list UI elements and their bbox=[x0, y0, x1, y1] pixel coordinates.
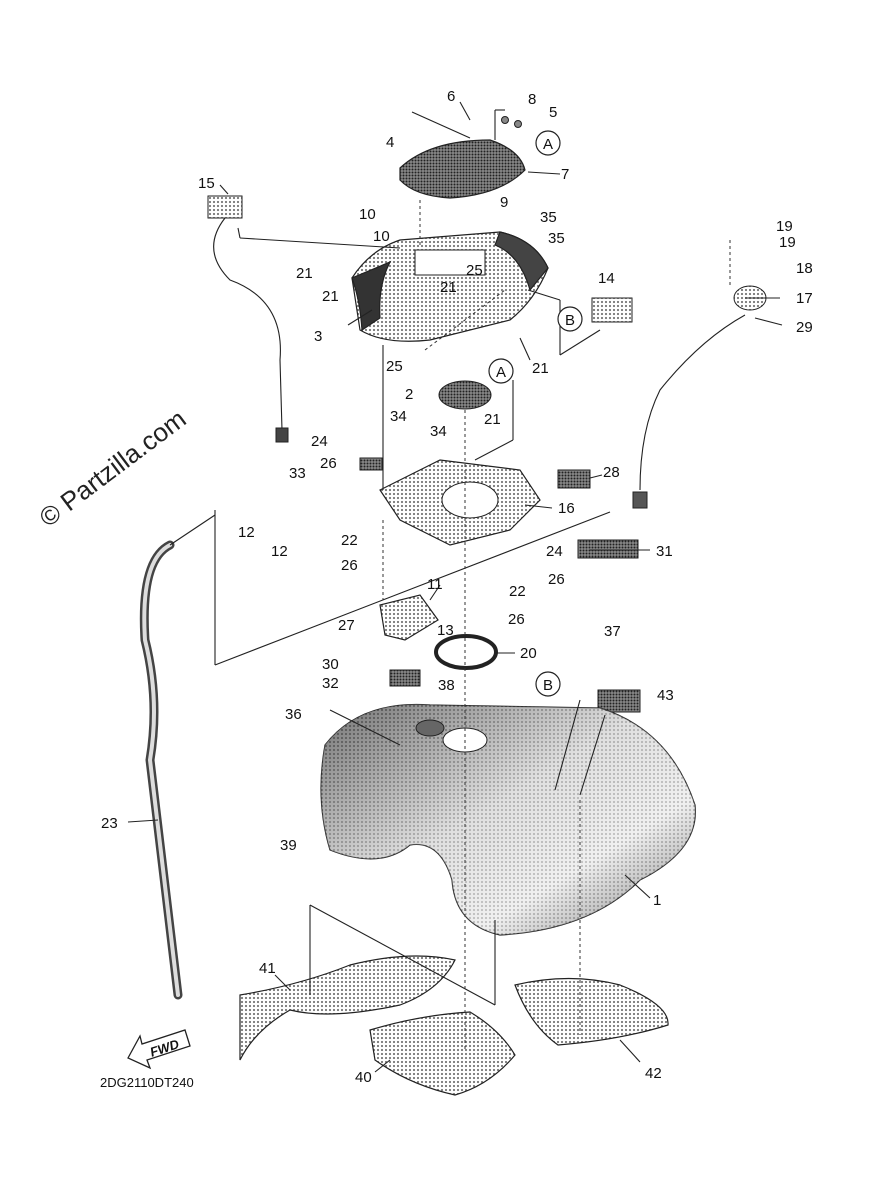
part-label: 26 bbox=[508, 611, 525, 628]
part-3-tank-cover bbox=[351, 231, 549, 342]
part-label: 9 bbox=[500, 194, 508, 211]
part-label: 42 bbox=[645, 1065, 662, 1082]
part-label: 36 bbox=[285, 706, 302, 723]
part-label: 17 bbox=[796, 290, 813, 307]
part-label: 13 bbox=[437, 622, 454, 639]
callout-label: A bbox=[543, 136, 553, 153]
fwd-arrow-icon: FWD bbox=[127, 1029, 191, 1070]
callout-label: B bbox=[543, 677, 553, 694]
part-label: 29 bbox=[796, 319, 813, 336]
part-41-side-cover bbox=[239, 955, 456, 1061]
part-label: 34 bbox=[390, 408, 407, 425]
part-label: 26 bbox=[341, 557, 358, 574]
part-label: 4 bbox=[386, 134, 394, 151]
part-4-top-cover bbox=[399, 139, 526, 199]
part-40-lower-cover bbox=[369, 1011, 516, 1096]
part-label: 38 bbox=[438, 677, 455, 694]
part-label: 32 bbox=[322, 675, 339, 692]
part-11-bracket bbox=[379, 594, 439, 641]
part-labels: 1 2 3 4 5 6 7 8 9 10 10 11 12 12 13 14 1… bbox=[101, 88, 813, 1086]
part-31-pad bbox=[577, 539, 639, 559]
part-label: 16 bbox=[558, 500, 575, 517]
part-17-sensor bbox=[632, 285, 767, 509]
part-2-filler-cap bbox=[438, 380, 492, 410]
callout-label: B bbox=[565, 312, 575, 329]
part-label: 31 bbox=[656, 543, 673, 560]
diagram-code: 2DG2110DT240 bbox=[100, 1075, 194, 1090]
part-43-pad bbox=[597, 689, 641, 713]
part-label: 22 bbox=[341, 532, 358, 549]
part-label: 40 bbox=[355, 1069, 372, 1086]
callout-b-top: B bbox=[557, 306, 583, 332]
part-label: 21 bbox=[296, 265, 313, 282]
part-label: 35 bbox=[540, 209, 557, 226]
part-label: 23 bbox=[101, 815, 118, 832]
part-label: 11 bbox=[427, 576, 443, 593]
part-label: 26 bbox=[320, 455, 337, 472]
part-label: 25 bbox=[466, 262, 483, 279]
callout-a-mid: A bbox=[488, 358, 514, 384]
part-label: 34 bbox=[430, 423, 447, 440]
part-label: 3 bbox=[314, 328, 322, 345]
part-label: 21 bbox=[322, 288, 339, 305]
part-label: 7 bbox=[561, 166, 569, 183]
part-label: 2 bbox=[405, 386, 413, 403]
part-26-pad bbox=[359, 457, 383, 471]
part-label: 39 bbox=[280, 837, 297, 854]
part-label: 19 bbox=[779, 234, 796, 251]
part-label: 18 bbox=[796, 260, 813, 277]
part-38-pad bbox=[389, 669, 421, 687]
part-28-pad bbox=[557, 469, 591, 489]
part-label: 37 bbox=[604, 623, 621, 640]
part-label: 20 bbox=[520, 645, 537, 662]
part-42-side-cover bbox=[514, 977, 669, 1046]
part-label: 43 bbox=[657, 687, 674, 704]
part-label: 12 bbox=[238, 524, 255, 541]
part-label: 1 bbox=[653, 892, 661, 909]
part-5-8-screws bbox=[494, 109, 522, 140]
part-label: 21 bbox=[532, 360, 549, 377]
part-label: 30 bbox=[322, 656, 339, 673]
part-label: 10 bbox=[373, 228, 390, 245]
part-label: 26 bbox=[548, 571, 565, 588]
part-label: 10 bbox=[359, 206, 376, 223]
callout-label: A bbox=[496, 364, 506, 381]
part-label: 41 bbox=[259, 960, 276, 977]
part-label: 21 bbox=[440, 279, 457, 296]
part-label: 33 bbox=[289, 465, 306, 482]
watermark: © Partzilla.com bbox=[34, 403, 192, 532]
part-label: 21 bbox=[484, 411, 501, 428]
part-20-gasket bbox=[434, 634, 498, 670]
part-label: 5 bbox=[549, 104, 557, 121]
part-label: 28 bbox=[603, 464, 620, 481]
part-label: 12 bbox=[271, 543, 288, 560]
part-label: 22 bbox=[509, 583, 526, 600]
part-label: 19 bbox=[776, 218, 793, 235]
part-14-pad bbox=[591, 297, 633, 323]
part-6-cable bbox=[411, 111, 471, 139]
callout-a-top: A bbox=[535, 130, 561, 156]
part-label: 24 bbox=[546, 543, 563, 560]
part-label: 27 bbox=[338, 617, 355, 634]
callout-b-tank: B bbox=[535, 671, 561, 697]
part-label: 35 bbox=[548, 230, 565, 247]
part-label: 15 bbox=[198, 175, 215, 192]
part-16-bracket bbox=[379, 459, 541, 546]
leader-lines bbox=[127, 101, 783, 1073]
part-label: 8 bbox=[528, 91, 536, 108]
part-label: 14 bbox=[598, 270, 615, 287]
part-label: 24 bbox=[311, 433, 328, 450]
part-1-fuel-tank bbox=[320, 703, 696, 936]
part-label: 6 bbox=[447, 88, 455, 105]
fwd-label: FWD bbox=[148, 1036, 181, 1060]
part-15-sensor bbox=[207, 195, 289, 443]
part-label: 25 bbox=[386, 358, 403, 375]
